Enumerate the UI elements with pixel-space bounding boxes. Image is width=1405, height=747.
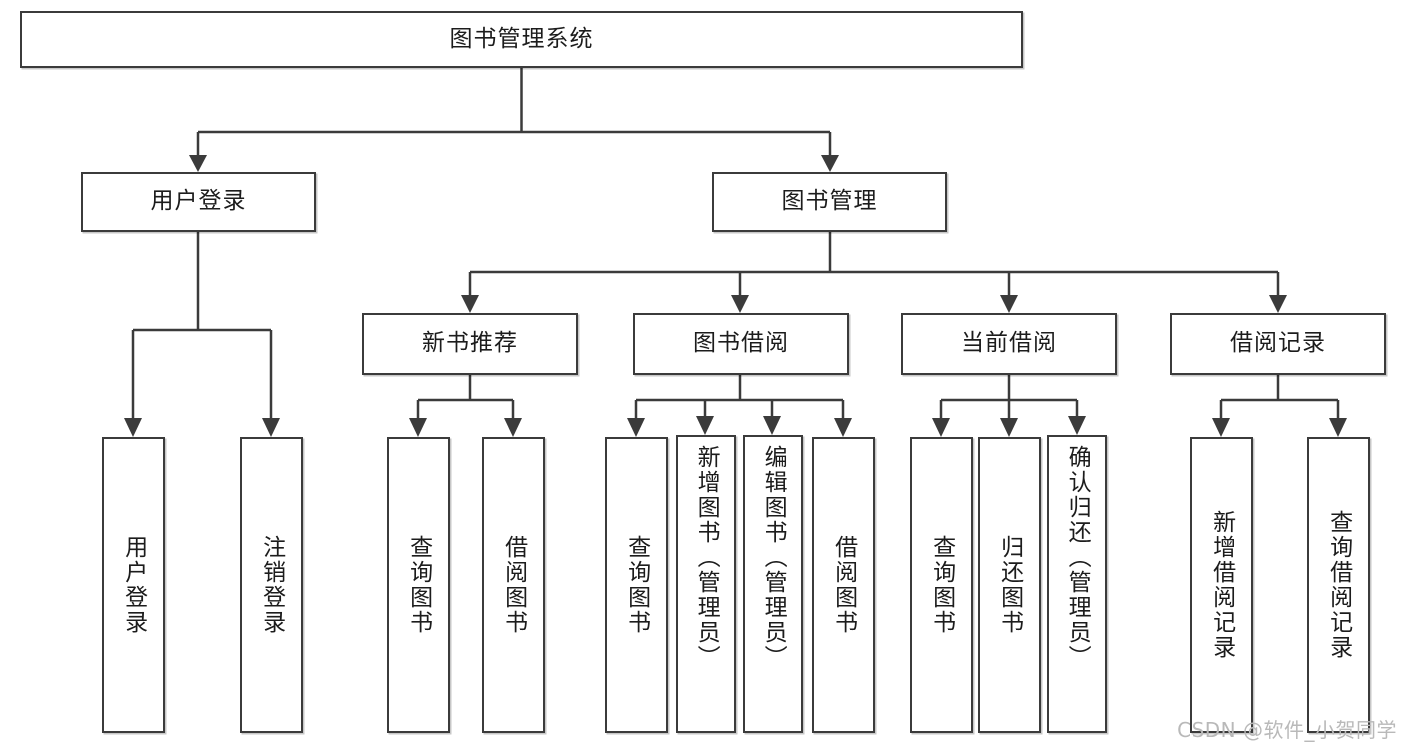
node-label: 用户登录 — [150, 188, 247, 215]
node-label: 归还图书 — [996, 535, 1023, 635]
arrow-br-leaf-2 — [1329, 418, 1347, 437]
arrow-bb-leaf-2 — [696, 416, 714, 435]
node-new-book-recommend[interactable]: 新书推荐 — [362, 313, 578, 375]
arrow-book-management — [821, 155, 839, 172]
arrow-cb-leaf-1 — [932, 418, 950, 437]
node-label: 借阅图书 — [500, 535, 527, 635]
arrow-leaf-user-login — [124, 418, 142, 437]
node-label: 查询图书 — [928, 535, 955, 635]
watermark: CSDN @软件_小贺同学 — [1177, 718, 1397, 742]
node-label: 查询图书 — [623, 535, 650, 635]
node-label: 编辑图书（管理员） — [760, 445, 787, 670]
node-leaf-query-book-1[interactable]: 查询图书 — [387, 437, 450, 733]
arrow-bb-leaf-3 — [763, 416, 781, 435]
node-borrow-record[interactable]: 借阅记录 — [1170, 313, 1386, 375]
node-label: 注销登录 — [258, 535, 285, 635]
arrow-nb-leaf-1 — [409, 418, 427, 437]
arrow-leaf-user-logout — [262, 418, 280, 437]
node-label: 图书管理 — [781, 188, 878, 215]
node-leaf-query-book-2[interactable]: 查询图书 — [605, 437, 668, 733]
node-user-login[interactable]: 用户登录 — [81, 172, 316, 232]
arrow-br-leaf-1 — [1212, 418, 1230, 437]
arrow-cb-leaf-3 — [1068, 416, 1086, 435]
node-leaf-query-record[interactable]: 查询借阅记录 — [1307, 437, 1370, 733]
node-current-borrow[interactable]: 当前借阅 — [901, 313, 1117, 375]
arrow-borrow-record — [1269, 295, 1287, 313]
node-label: 查询借阅记录 — [1325, 510, 1352, 660]
node-label: 用户登录 — [120, 535, 147, 635]
arrow-cb-leaf-2 — [1000, 418, 1018, 437]
node-leaf-borrow-book-1[interactable]: 借阅图书 — [482, 437, 545, 733]
node-label: 查询图书 — [405, 535, 432, 635]
node-leaf-user-logout[interactable]: 注销登录 — [240, 437, 303, 733]
arrow-user-login — [189, 155, 207, 172]
arrow-bb-leaf-4 — [834, 418, 852, 437]
arrow-book-borrow — [731, 295, 749, 313]
node-root-book-management-system[interactable]: 图书管理系统 — [20, 11, 1023, 68]
node-leaf-confirm-return[interactable]: 确认归还（管理员） — [1047, 435, 1107, 733]
node-leaf-add-book[interactable]: 新增图书（管理员） — [676, 435, 736, 733]
node-label: 新增借阅记录 — [1208, 510, 1235, 660]
arrow-new-book-recommend — [461, 295, 479, 313]
node-label: 新增图书（管理员） — [693, 445, 720, 670]
arrow-current-borrow — [1000, 295, 1018, 313]
node-label: 当前借阅 — [961, 330, 1057, 357]
node-label: 借阅记录 — [1230, 330, 1326, 357]
arrow-nb-leaf-2 — [504, 418, 522, 437]
node-leaf-return-book[interactable]: 归还图书 — [978, 437, 1041, 733]
node-label: 图书借阅 — [693, 330, 789, 357]
node-leaf-query-book-3[interactable]: 查询图书 — [910, 437, 973, 733]
node-book-borrow[interactable]: 图书借阅 — [633, 313, 849, 375]
node-label: 新书推荐 — [422, 330, 518, 357]
node-label: 确认归还（管理员） — [1064, 445, 1091, 670]
node-label: 借阅图书 — [830, 535, 857, 635]
node-leaf-add-record[interactable]: 新增借阅记录 — [1190, 437, 1253, 733]
node-leaf-borrow-book-2[interactable]: 借阅图书 — [812, 437, 875, 733]
arrow-bb-leaf-1 — [627, 418, 645, 437]
node-label: 图书管理系统 — [449, 25, 594, 52]
node-leaf-user-login[interactable]: 用户登录 — [102, 437, 165, 733]
node-book-management[interactable]: 图书管理 — [712, 172, 947, 232]
node-leaf-edit-book[interactable]: 编辑图书（管理员） — [743, 435, 803, 733]
